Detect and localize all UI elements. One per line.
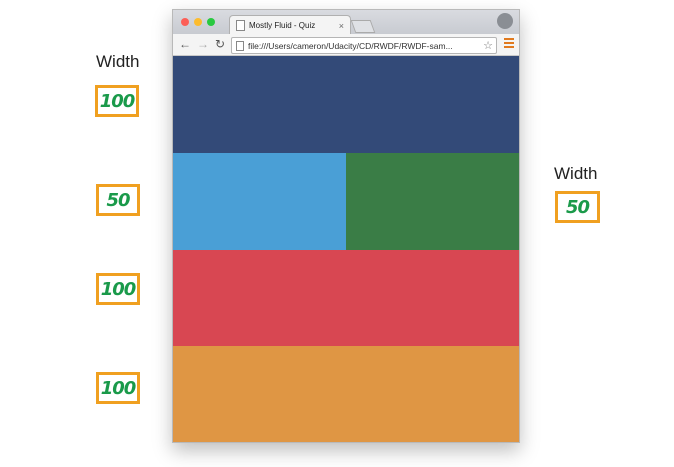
forward-icon[interactable]: → [197,37,209,51]
row1-dark-blue-block [173,56,519,153]
title-bar: Mostly Fluid - Quiz × [173,10,519,35]
bookmark-star-icon[interactable]: ☆ [483,40,493,52]
tab-title: Mostly Fluid - Quiz [249,21,316,30]
width-box-row3: 100 [96,273,140,305]
browser-window: Mostly Fluid - Quiz × ← → ↻ file:///User… [172,9,520,443]
reload-icon[interactable]: ↻ [215,37,226,51]
back-icon[interactable]: ← [179,37,191,51]
page-viewport [173,56,519,442]
right-width-label: Width [554,164,598,183]
incognito-icon [497,13,513,29]
page-icon [236,40,244,51]
close-window-button[interactable] [181,18,189,26]
width-box-row4: 100 [96,372,140,404]
row2-light-blue-block [173,153,346,250]
width-box-row2-right: 50 [555,191,600,223]
address-bar[interactable]: file:///Users/cameron/Udacity/CD/RWDF/RW… [231,37,497,54]
tab-close-icon[interactable]: × [338,20,344,31]
left-width-label: Width [96,52,140,71]
toolbar: ← → ↻ file:///Users/cameron/Udacity/CD/R… [173,34,519,56]
tab-mostly-fluid-quiz[interactable]: Mostly Fluid - Quiz × [229,15,351,35]
document-icon [236,20,245,31]
row4-orange-block [173,346,519,442]
url-text: file:///Users/cameron/Udacity/CD/RWDF/RW… [248,40,453,51]
row3-red-block [173,250,519,346]
maximize-window-button[interactable] [207,18,215,26]
minimize-window-button[interactable] [194,18,202,26]
width-box-row2: 50 [96,184,140,216]
width-box-row1: 100 [95,85,139,117]
menu-icon[interactable] [504,38,514,48]
row2-green-block [346,153,519,250]
new-tab-button[interactable] [350,20,376,33]
